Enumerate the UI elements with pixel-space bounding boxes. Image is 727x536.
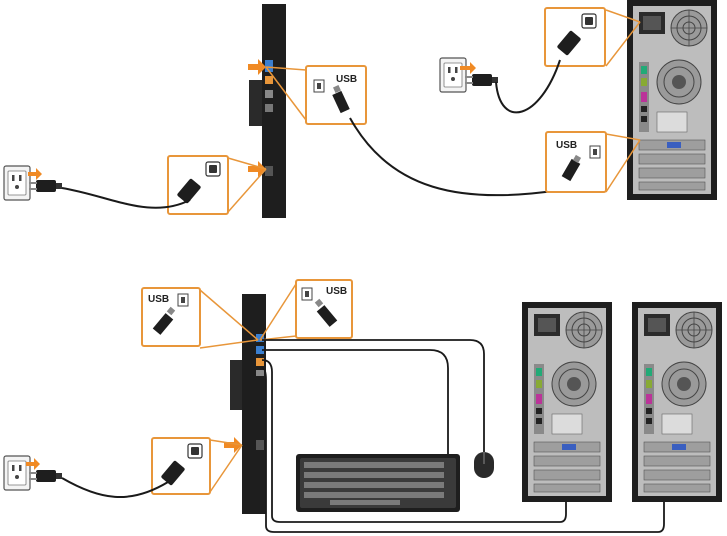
usb-label-pc: USB [556,140,577,151]
power-cable-pc [496,60,560,112]
monitor-side-icon [249,4,286,218]
bottom-diagram: USB USB [4,280,722,532]
iec-power-connector-icon [206,162,220,176]
iec-power-connector-icon [188,444,202,458]
keyboard-icon [296,454,460,512]
usb-cable-top [350,118,560,195]
desktop-tower-icon [632,302,722,502]
power-callout-pc [545,8,640,66]
monitor-side-icon [230,294,266,514]
usb-callout-left: USB [142,288,258,348]
top-diagram: USB [4,0,717,218]
usb-port-icon [590,146,600,158]
usb-port-icon [314,80,324,92]
power-plug-icon [29,180,62,192]
iec-power-connector-icon [582,14,596,28]
usb-label-right: USB [326,286,347,297]
usb-label-left: USB [148,294,169,305]
desktop-tower-icon [522,302,612,502]
wall-outlet-icon [4,456,30,490]
desktop-tower-icon [627,0,717,200]
cable-to-mouse [262,340,484,452]
power-plug-icon [465,74,498,86]
usb-port-icon [178,294,188,306]
power-callout-bottom [152,437,242,494]
power-callout-monitor [168,156,266,214]
wall-outlet-icon [4,166,30,200]
cable-to-keyboard [262,350,448,454]
mouse-icon [474,452,494,478]
usb-label-monitor: USB [336,74,357,85]
power-plug-icon [29,470,62,482]
usb-callout-right: USB [260,280,352,340]
usb-callout-pc: USB [546,132,640,192]
usb-port-icon [302,288,312,300]
wall-outlet-icon [440,58,466,92]
